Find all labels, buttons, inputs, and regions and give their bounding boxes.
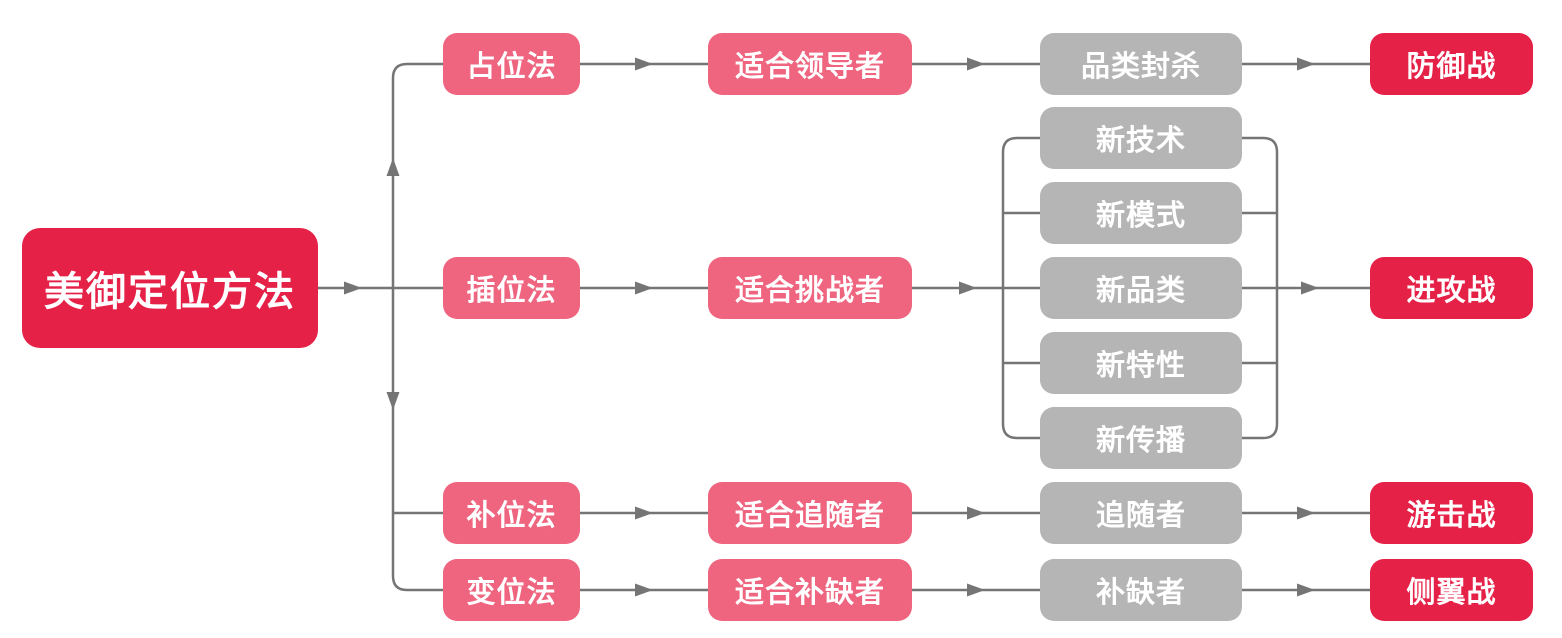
node-tactic-1-1[interactable]: 品类封杀 [1040,33,1242,95]
arrow-right-icon [635,583,653,597]
arrow-right-icon [967,57,985,71]
node-tactic-2-4[interactable]: 新特性 [1040,332,1242,394]
node-method-1[interactable]: 占位法 [443,33,580,95]
node-fit-3[interactable]: 适合追随者 [708,482,912,544]
node-tactic-4-1[interactable]: 补缺者 [1040,559,1242,621]
node-root[interactable]: 美御定位方法 [22,228,318,348]
node-method-2[interactable]: 插位法 [443,257,580,319]
connector-trunk-down [391,288,443,592]
arrow-right-icon [1301,281,1319,295]
arrow-right-icon [635,57,653,71]
arrow-right-icon [967,583,985,597]
arrow-right-icon [635,281,653,295]
bracket-left [1001,136,1040,440]
arrow-right-icon [1297,506,1315,520]
node-strategy-2[interactable]: 进攻战 [1370,257,1533,319]
arrow-right-icon [344,281,362,295]
node-tactic-2-2[interactable]: 新模式 [1040,182,1242,244]
node-strategy-1[interactable]: 防御战 [1370,33,1533,95]
arrow-right-icon [1297,583,1315,597]
node-tactic-2-1[interactable]: 新技术 [1040,107,1242,169]
arrow-right-icon [967,506,985,520]
node-fit-1[interactable]: 适合领导者 [708,33,912,95]
node-method-4[interactable]: 变位法 [443,559,580,621]
node-fit-4[interactable]: 适合补缺者 [708,559,912,621]
arrow-right-icon [635,506,653,520]
arrow-down-icon [386,392,400,410]
node-tactic-2-3[interactable]: 新品类 [1040,257,1242,319]
node-fit-2[interactable]: 适合挑战者 [708,257,912,319]
node-strategy-4[interactable]: 侧翼战 [1370,559,1533,621]
node-method-3[interactable]: 补位法 [443,482,580,544]
node-tactic-2-5[interactable]: 新传播 [1040,407,1242,469]
arrow-right-icon [959,281,977,295]
arrow-right-icon [1297,57,1315,71]
connector-trunk-up [391,62,443,288]
node-strategy-3[interactable]: 游击战 [1370,482,1533,544]
arrow-up-icon [386,158,400,176]
arrowhead-icons [344,57,1319,597]
node-tactic-3-1[interactable]: 追随者 [1040,482,1242,544]
